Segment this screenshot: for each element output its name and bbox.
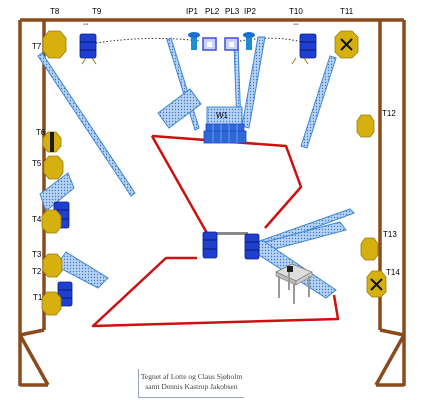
wall-w1 xyxy=(203,106,247,144)
stand-ip2 xyxy=(243,32,255,50)
barrel-t9 xyxy=(79,33,97,59)
wall-panel-t3 xyxy=(55,251,109,289)
course-line-upper xyxy=(151,134,303,229)
label-pl2: PL2 xyxy=(205,7,220,16)
label-t4: T4 xyxy=(32,215,42,224)
label-t9: T9 xyxy=(92,7,102,16)
label-t13: T13 xyxy=(383,230,397,239)
marker-t1 xyxy=(41,291,62,316)
label-ip2: IP2 xyxy=(244,7,257,16)
credit-note: Tegnet af Lotte og Claus Sjøholm samt De… xyxy=(138,369,244,398)
credit-line-1: Tegnet af Lotte og Claus Sjøholm xyxy=(140,372,243,381)
label-pl3: PL3 xyxy=(225,7,240,16)
stand-ip1 xyxy=(188,32,200,50)
panel-left-long xyxy=(37,52,136,197)
marker-t4 xyxy=(41,209,62,234)
credit-line-2: samt Dennis Kastrup Jakobsen xyxy=(145,382,238,391)
cross-mark-icon xyxy=(370,278,383,291)
course-line-upper-left xyxy=(150,135,210,236)
label-t12: T12 xyxy=(382,109,396,118)
label-ip1: IP1 xyxy=(186,7,199,16)
marker-t13 xyxy=(360,237,379,261)
label-t5: T5 xyxy=(32,159,42,168)
plate-pl3 xyxy=(224,37,239,51)
wall-panel-upper-left xyxy=(157,88,202,129)
label-t14: T14 xyxy=(386,268,400,277)
barrel-center-right xyxy=(244,233,260,260)
label-t3: T3 xyxy=(32,250,42,259)
double-arrow-icon: ⇔ xyxy=(292,19,300,28)
label-w1: W1 xyxy=(216,111,229,120)
marker-t12 xyxy=(356,114,375,138)
marker-t7 xyxy=(42,30,67,59)
arena-frame xyxy=(20,18,404,330)
marker-stands xyxy=(81,57,309,65)
barrel-t10 xyxy=(299,33,317,59)
right-leg xyxy=(374,20,406,387)
label-t8: T8 xyxy=(50,7,60,16)
label-t1: T1 xyxy=(33,293,43,302)
table-icon xyxy=(275,263,313,304)
label-t6: T6 xyxy=(36,128,46,137)
barrel-center-left xyxy=(202,231,218,259)
plate-pl2 xyxy=(202,37,217,51)
label-t7: T7 xyxy=(32,42,42,51)
cross-mark-icon xyxy=(340,38,353,51)
panel-right-upper xyxy=(300,55,337,149)
marker-t5 xyxy=(43,155,64,180)
label-t10: T10 xyxy=(289,7,303,16)
marker-t3 xyxy=(42,253,63,278)
marker-t6 xyxy=(42,131,62,153)
bar-jump xyxy=(214,232,248,235)
dotted-line-left xyxy=(95,37,201,44)
double-arrow-icon: ⇔ xyxy=(82,19,90,28)
label-t2: T2 xyxy=(32,267,42,276)
label-t11: T11 xyxy=(340,7,354,16)
course-line-lower xyxy=(91,256,340,328)
panel-top-right xyxy=(241,36,266,129)
left-leg xyxy=(18,20,50,387)
wall-panel-t5 xyxy=(39,172,75,212)
